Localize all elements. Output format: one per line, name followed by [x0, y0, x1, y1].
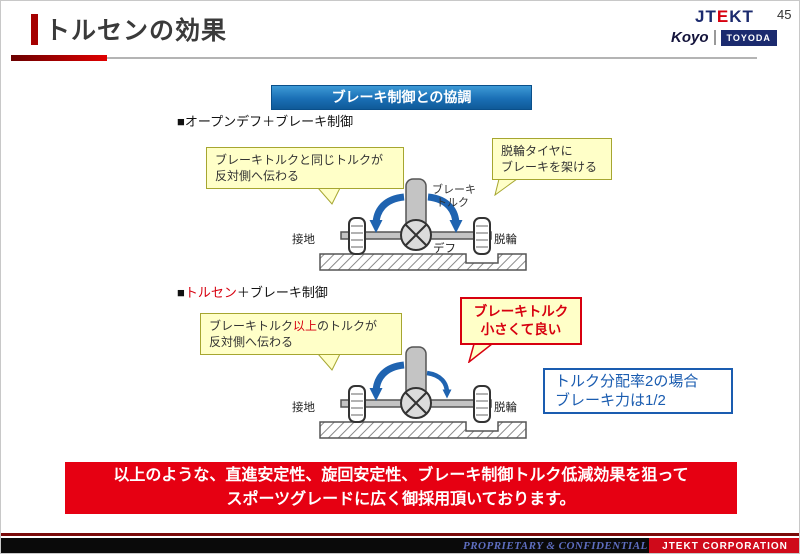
tire-right [473, 385, 491, 423]
brake-arrow-right [427, 193, 463, 233]
heading-torsen: トルセン [184, 285, 237, 300]
callout-line: 反対側へ伝わる [209, 335, 294, 349]
brake-coordination-banner: ブレーキ制御との協調 [271, 85, 532, 110]
note-line: ブレーキ力は1/2 [555, 392, 666, 409]
callout-tail [467, 343, 493, 363]
logo-divider [713, 30, 716, 45]
callout-line: ブレーキトルク [473, 304, 569, 319]
slipped-label: 脱輪 [494, 400, 517, 414]
jtekt-logo-jt: JT [695, 7, 717, 26]
callout-line: 小さくて良い [480, 322, 562, 337]
grounded-label: 接地 [292, 233, 315, 246]
corporation-label: JTEKT CORPORATION [649, 538, 799, 553]
brand-logo-row: Koyo TOYODA [671, 29, 777, 46]
toyoda-logo: TOYODA [720, 29, 777, 46]
title-accent-bar [31, 14, 38, 45]
heading-bullet: ■ [177, 285, 185, 300]
jtekt-logo: JTEKT [695, 7, 754, 27]
open-diff-callout-right: 脱輪タイヤに ブレーキを架ける [492, 138, 612, 180]
callout-line: ブレーキトルク以上のトルクが [209, 318, 393, 334]
callout-line: ブレーキトルクと同じトルクが [215, 153, 384, 167]
koyo-logo: Koyo [671, 29, 709, 46]
jtekt-logo-e: E [716, 7, 730, 26]
header-rule-gray [107, 57, 757, 59]
summary-line2: スポーツグレードに広く御採用頂いております。 [226, 491, 576, 508]
tire-right [473, 217, 491, 255]
callout-tail [316, 187, 341, 205]
brake-torque-label-line1: ブレーキ [432, 182, 476, 196]
callout-tail [316, 353, 341, 371]
summary-banner: 以上のような、直進安定性、旋回安定性、ブレーキ制御トルク低減効果を狙って スポー… [65, 462, 737, 514]
brake-torque-label-line2: トルク [436, 196, 469, 209]
heading-rest: ＋ブレーキ制御 [236, 285, 328, 300]
ground [319, 421, 527, 439]
page-title: トルセンの効果 [45, 17, 228, 45]
callout-line: ブレーキを架ける [501, 160, 598, 174]
tire-left [348, 385, 366, 423]
brake-arrow-right-small [426, 370, 452, 399]
slipped-label: 脱輪 [494, 232, 517, 246]
ground [319, 253, 527, 271]
brake-arrow-left [369, 361, 405, 401]
jtekt-logo-kt: KT [729, 7, 754, 26]
callout-line: 反対側へ伝わる [215, 169, 300, 183]
header-rule-red [11, 55, 107, 61]
callout-text: のトルクが [317, 319, 378, 333]
page-number: 45 [777, 7, 792, 22]
callout-line: 脱輪タイヤに [501, 144, 573, 158]
open-diff-diagram: ブレーキ トルク 接地 デフ 脱輪 [292, 178, 527, 271]
diff-label: デフ [433, 241, 456, 255]
brake-arrow-left [369, 193, 405, 233]
callout-tail [494, 178, 519, 196]
callout-text: ブレーキトルク [209, 319, 294, 333]
footer-rule [1, 533, 799, 536]
brake-torque-small-callout: ブレーキトルク 小さくて良い [460, 297, 582, 345]
open-diff-heading: ■オープンデフ＋ブレーキ制御 [177, 114, 354, 129]
torsen-heading: ■トルセン＋ブレーキ制御 [177, 282, 328, 301]
grounded-label: 接地 [292, 401, 315, 414]
footer-bar [1, 538, 799, 553]
note-line: トルク分配率2の場合 [555, 373, 699, 390]
torsen-callout-left: ブレーキトルク以上のトルクが 反対側へ伝わる [200, 313, 402, 355]
callout-emphasis: 以上 [293, 319, 318, 333]
open-diff-callout-left: ブレーキトルクと同じトルクが 反対側へ伝わる [206, 147, 404, 189]
confidential-notice: PROPRIETARY & CONFIDENTIAL [463, 540, 648, 552]
torque-ratio-note: トルク分配率2の場合 ブレーキ力は1/2 [543, 368, 733, 414]
tire-left [348, 217, 366, 255]
torsen-diagram: 接地 脱輪 [292, 346, 527, 439]
summary-line1: 以上のような、直進安定性、旋回安定性、ブレーキ制御トルク低減効果を狙って [113, 467, 689, 484]
